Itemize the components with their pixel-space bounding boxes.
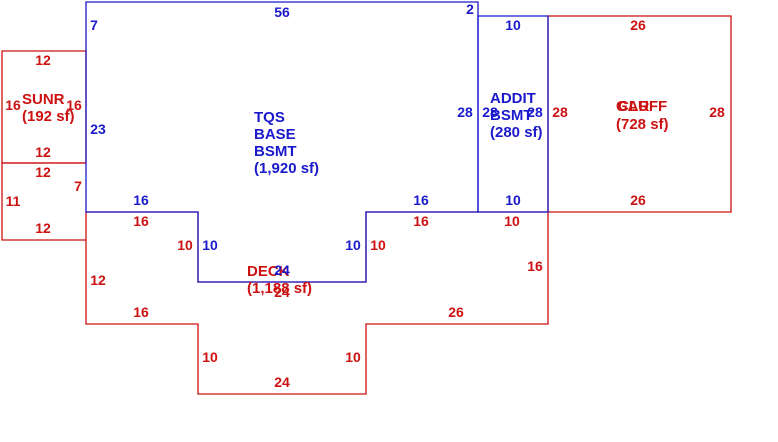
dim-base-top: 56 xyxy=(274,4,290,20)
dim-lower-right: 7 xyxy=(74,178,82,194)
dim-base-step-right: 10 xyxy=(345,237,361,253)
dim-garage-top: 26 xyxy=(630,17,646,33)
dim-sunroom-right: 16 xyxy=(66,97,82,113)
dim-garage-left: 28 xyxy=(552,104,568,120)
dim-garage-right: 28 xyxy=(709,104,725,120)
dim-deck-top-left: 16 xyxy=(133,213,149,229)
addit-area: (280 sf) xyxy=(490,124,543,141)
dim-addit-right: 28 xyxy=(527,104,543,120)
dim-garage-bottom: 26 xyxy=(630,192,646,208)
dim-sunroom-bottom: 12 xyxy=(35,144,51,160)
dim-deck-right: 16 xyxy=(527,258,543,274)
dim-base-step-left: 10 xyxy=(202,237,218,253)
garage-label-cluff: CLUFF xyxy=(618,98,667,115)
deck-area: (1,188 sf) xyxy=(247,280,312,297)
dim-deck-top-right: 16 xyxy=(413,213,429,229)
dim-addit-top: 10 xyxy=(505,17,521,33)
dim-deck-top-far-right: 10 xyxy=(504,213,520,229)
dim-addit-bottom: 10 xyxy=(505,192,521,208)
dim-base-left: 23 xyxy=(90,121,106,137)
addit-basement-outline xyxy=(477,15,549,213)
tqs-base-area: (1,920 sf) xyxy=(254,160,319,177)
tqs-base-line-2: BASE xyxy=(254,126,296,143)
tqs-base-line-3: BSMT xyxy=(254,143,297,160)
dim-deck-lower-right: 26 xyxy=(448,304,464,320)
dim-deck-lower-left: 16 xyxy=(133,304,149,320)
dim-base-right: 28 xyxy=(457,104,473,120)
dim-base-bottom: 24 xyxy=(274,262,290,278)
sunroom-label: SUNR (192 sf) xyxy=(22,91,75,125)
sunroom-lower-outline xyxy=(1,162,86,241)
dim-sunroom-top: 12 xyxy=(35,52,51,68)
dim-deck-inner-left: 10 xyxy=(177,237,193,253)
dim-deck-drop-right: 10 xyxy=(345,349,361,365)
deck-line-1: DECK xyxy=(247,263,290,280)
dim-deck-bottom: 24 xyxy=(274,374,290,390)
dim-addit-left: 28 xyxy=(482,104,498,120)
dim-sunroom-left: 16 xyxy=(5,97,21,113)
dim-deck-left: 12 xyxy=(90,272,106,288)
addit-line-1: ADDIT xyxy=(490,90,536,107)
deck-outline xyxy=(85,211,549,395)
dim-deck-inner-right: 10 xyxy=(370,237,386,253)
dim-deck-inner-bottom: 24 xyxy=(274,284,290,300)
addit-line-2: BSMT xyxy=(490,107,533,124)
addit-label: ADDIT BSMT (280 sf) xyxy=(490,90,543,141)
dim-base-bottom-left: 16 xyxy=(133,192,149,208)
dim-lower-bottom: 12 xyxy=(35,220,51,236)
deck-label: DECK (1,188 sf) xyxy=(247,263,312,297)
sunroom-line-1: SUNR xyxy=(22,91,65,108)
garage-label-gar: GAR xyxy=(616,98,650,115)
garage-area: (728 sf) xyxy=(616,116,669,133)
dim-lower-left: 11 xyxy=(6,193,21,209)
dim-base-left-short: 7 xyxy=(90,17,98,33)
tqs-base-label: TQS BASE BSMT (1,920 sf) xyxy=(254,109,319,177)
tqs-base-line-1: TQS xyxy=(254,109,285,126)
dim-base-bottom-right: 16 xyxy=(413,192,429,208)
dim-lower-top: 12 xyxy=(35,164,51,180)
dim-base-right-short: 2 xyxy=(466,1,474,17)
sunroom-area: (192 sf) xyxy=(22,108,75,125)
dim-deck-drop-left: 10 xyxy=(202,349,218,365)
